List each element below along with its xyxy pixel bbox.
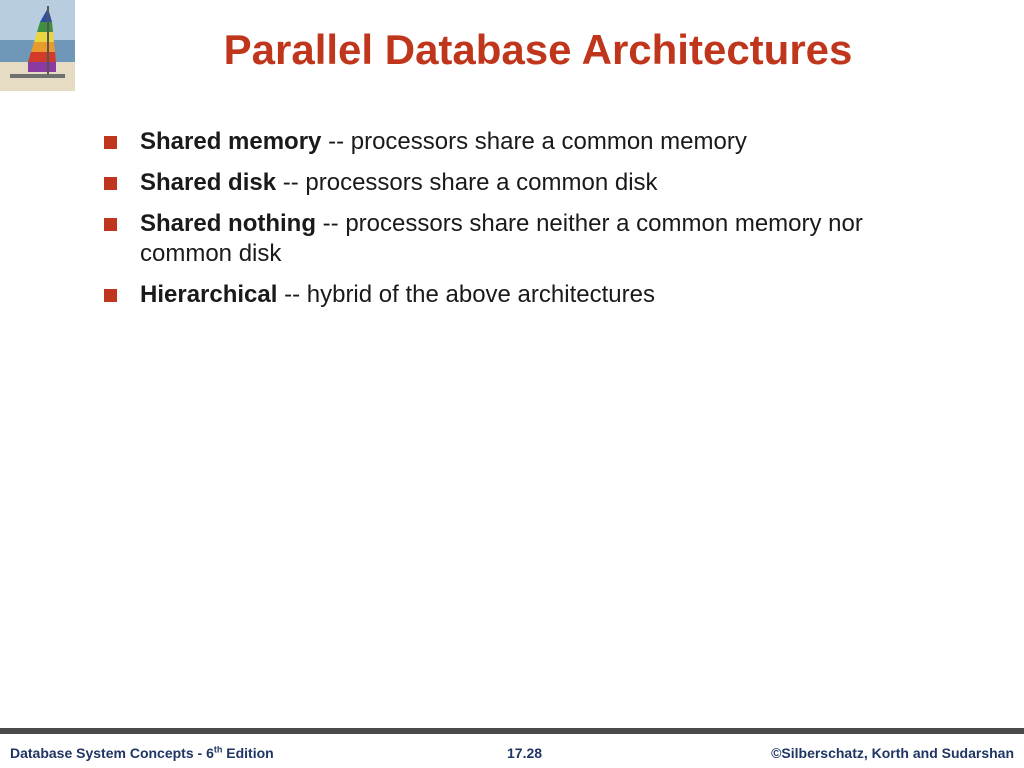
bullet-shared-nothing: Shared nothing -- processors share neith… <box>104 209 944 269</box>
bullet-shared-memory: Shared memory -- processors share a comm… <box>104 127 944 157</box>
bullet-text: -- processors share a common disk <box>276 169 658 196</box>
bullet-list: Shared memory -- processors share a comm… <box>104 127 944 321</box>
slide-title: Parallel Database Architectures <box>223 26 853 73</box>
footer-page-number: 17.28 <box>507 745 543 761</box>
bullet-text: -- processors share a common memory <box>321 128 747 155</box>
bullet-text: -- processors share neither a common mem… <box>140 210 863 267</box>
square-bullet-icon <box>104 289 117 302</box>
bullet-text: -- hybrid of the above architectures <box>277 281 655 308</box>
square-bullet-icon <box>104 218 117 231</box>
footer-copyright: ©Silberschatz, Korth and Sudarshan <box>771 745 1014 761</box>
square-bullet-icon <box>104 177 117 190</box>
footer-book-sup: th <box>213 744 223 755</box>
footer-book-title: Database System Concepts - 6th Edition <box>10 744 274 762</box>
bullet-term: Shared nothing <box>140 210 316 237</box>
bullet-term: Shared disk <box>140 169 277 196</box>
bullet-term: Shared memory <box>140 128 322 155</box>
footer-book-prefix: Database System Concepts - 6 <box>10 745 214 761</box>
bullet-shared-disk: Shared disk -- processors share a common… <box>104 168 944 198</box>
bullet-hierarchical: Hierarchical -- hybrid of the above arch… <box>104 280 944 310</box>
bullet-term: Hierarchical <box>140 281 278 308</box>
footer-divider <box>0 728 1024 734</box>
footer-book-suffix: Edition <box>222 745 274 761</box>
sailboat-logo-icon <box>0 0 75 91</box>
square-bullet-icon <box>104 136 117 149</box>
